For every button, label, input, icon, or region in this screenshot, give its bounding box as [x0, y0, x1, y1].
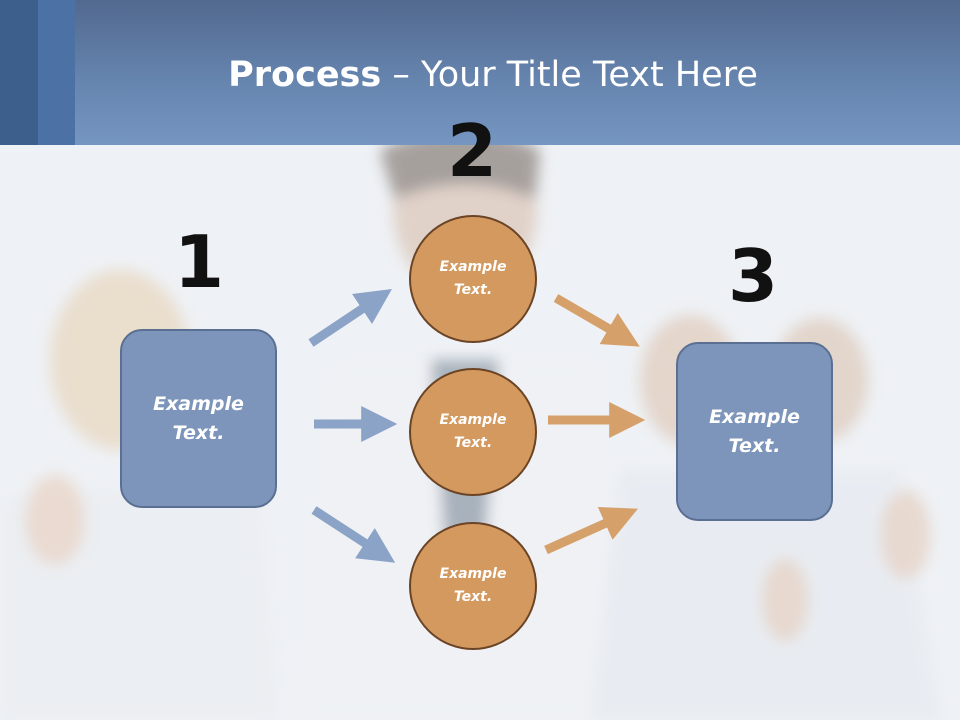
title-bold: Process: [228, 55, 382, 95]
step-2-number: 2: [446, 109, 498, 193]
step-2-circle-1-text: Example Text.: [439, 259, 507, 298]
arrow-2a-to-3: [553, 294, 640, 347]
arrow-1-to-2c: [311, 506, 396, 563]
title-rest: – Your Title Text Here: [381, 55, 758, 95]
step-1-text: Example Text.: [153, 392, 244, 444]
step-2-circle-2-text: Example Text.: [439, 412, 507, 451]
step-1-box: Example Text.: [120, 329, 277, 508]
header-accent-strip-light: [38, 0, 75, 145]
header-band: [0, 0, 960, 145]
arrow-1-to-2a: [308, 289, 392, 347]
step-2-circle-3: Example Text.: [409, 522, 537, 650]
step-3-text: Example Text.: [709, 405, 800, 457]
step-2-circle-2: Example Text.: [409, 368, 537, 496]
step-1-number: 1: [173, 220, 225, 304]
step-2-circle-1: Example Text.: [409, 215, 537, 343]
step-3-box: Example Text.: [676, 342, 833, 521]
header-accent-strip: [0, 0, 38, 145]
step-3-number: 3: [727, 234, 779, 318]
arrow-2c-to-3: [544, 507, 638, 555]
step-2-circle-3-text: Example Text.: [439, 566, 507, 605]
slide-title: Process – Your Title Text Here: [0, 54, 960, 96]
